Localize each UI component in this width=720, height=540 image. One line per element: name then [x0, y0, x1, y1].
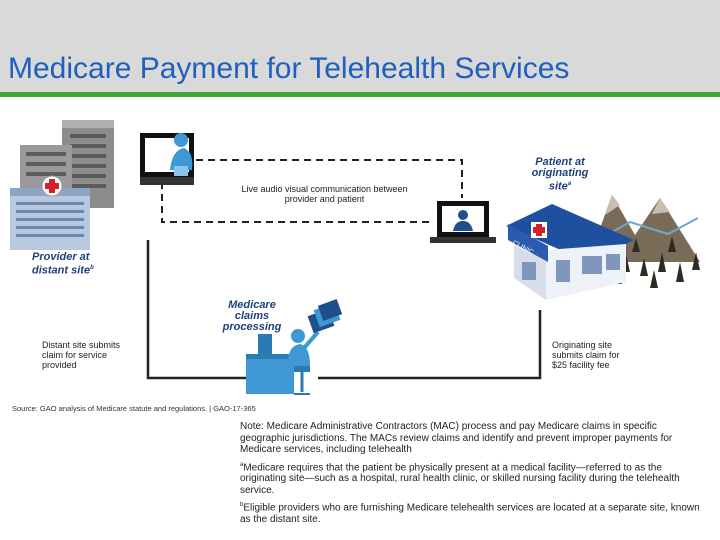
doctor-monitor-icon — [140, 133, 194, 185]
communication-lines — [161, 159, 463, 223]
patient-monitor-icon — [430, 201, 496, 243]
comm-line-top — [196, 159, 463, 198]
clinic-icon: CLINIC — [506, 204, 634, 300]
originating-claim-line — [318, 310, 542, 380]
accent-bar — [0, 92, 720, 97]
claims-worker-icon — [246, 299, 343, 395]
notes-block: Note: Medicare Administrative Contractor… — [240, 421, 700, 530]
provider-label: Provider at distant siteb — [32, 251, 94, 277]
distant-claim-label: Distant site submits claim for service p… — [42, 340, 121, 370]
patient-label: Patient at originating sitea — [531, 156, 589, 193]
header-band — [0, 0, 720, 92]
telehealth-diagram: CLINIC — [10, 120, 700, 395]
page-title: Medicare Payment for Telehealth Services — [8, 52, 570, 85]
note-mac: Note: Medicare Administrative Contractor… — [240, 421, 673, 455]
claims-folders — [307, 299, 343, 334]
claims-processing-label: Medicare claims processing — [222, 299, 282, 333]
communication-label: Live audio visual communication between … — [241, 184, 408, 204]
hospital-icon — [10, 120, 114, 250]
note-b: bEligible providers who are furnishing M… — [240, 502, 700, 526]
source-note: Source: GAO analysis of Medicare statute… — [12, 404, 256, 413]
note-a: aMedicare requires that the patient be p… — [240, 461, 680, 496]
claim-flow-lines — [146, 240, 542, 380]
distant-claim-line — [146, 240, 255, 380]
comm-line-bottom — [161, 182, 430, 223]
originating-claim-label: Originating site submits claim for $25 f… — [552, 340, 620, 370]
